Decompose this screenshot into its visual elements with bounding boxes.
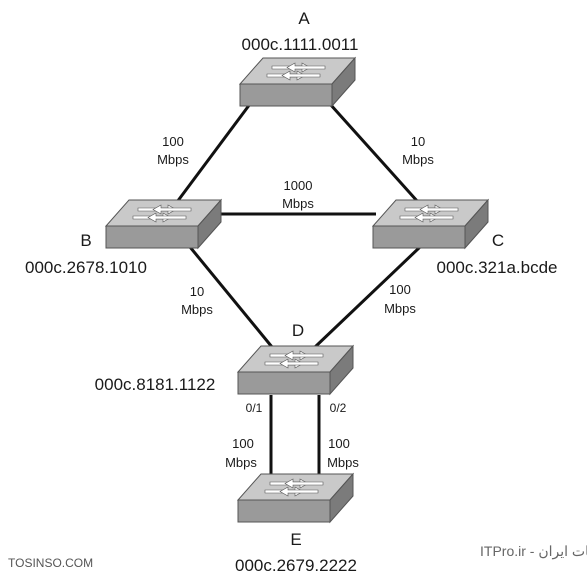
watermark-left: TOSINSO.COM [8, 556, 93, 570]
link-a-c-unit: Mbps [402, 152, 434, 167]
switch-a [239, 57, 356, 107]
watermark-right: انجمن تخصصی فناوری اطلاعات ایران - ITPro… [480, 543, 587, 560]
link-c-d [313, 245, 422, 349]
switch-e [237, 473, 354, 523]
link-d-e-1-speed: 100 [232, 436, 254, 451]
link-d-e-2-unit: Mbps [327, 455, 359, 470]
link-d-e-1-unit: Mbps [225, 455, 257, 470]
link-c-d-unit: Mbps [384, 301, 416, 316]
switch-c-name: C [492, 231, 504, 250]
switch-a-name: A [298, 9, 310, 28]
link-b-d-speed: 10 [190, 284, 204, 299]
switch-b [105, 199, 222, 249]
link-a-c [328, 102, 420, 204]
link-b-d-unit: Mbps [181, 302, 213, 317]
switch-d-name: D [292, 321, 304, 340]
link-d-e-1-port: 0/1 [246, 401, 263, 415]
switch-b-name: B [80, 231, 91, 250]
link-b-d [188, 246, 274, 348]
switch-e-name: E [290, 530, 301, 549]
link-d-e-2-speed: 100 [328, 436, 350, 451]
link-a-b [175, 103, 252, 203]
link-d-e-2-port: 0/2 [330, 401, 347, 415]
link-a-b-speed: 100 [162, 134, 184, 149]
switch-d [237, 345, 354, 395]
switch-b-mac: 000c.2678.1010 [25, 258, 147, 277]
switch-e-mac: 000c.2679.2222 [235, 556, 357, 575]
switch-c [372, 199, 489, 249]
links [175, 102, 422, 478]
link-a-b-unit: Mbps [157, 152, 189, 167]
link-c-d-speed: 100 [389, 282, 411, 297]
link-b-c-unit: Mbps [282, 196, 314, 211]
link-a-c-speed: 10 [411, 134, 425, 149]
link-b-c-speed: 1000 [284, 178, 313, 193]
switch-c-mac: 000c.321a.bcde [437, 258, 558, 277]
switch-d-mac: 000c.8181.1122 [95, 375, 216, 394]
switch-a-mac: 000c.1111.0011 [242, 35, 359, 54]
